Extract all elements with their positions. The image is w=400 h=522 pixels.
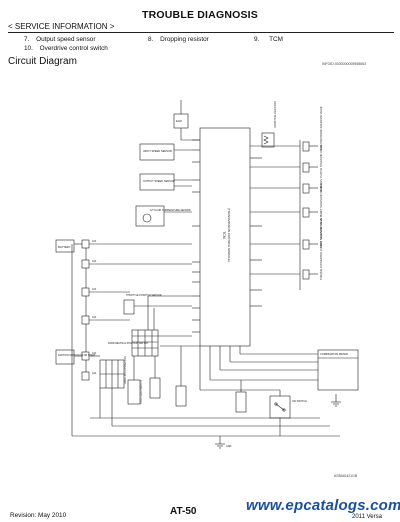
- right-wiring: [250, 140, 301, 307]
- tcm-box: [199, 127, 251, 347]
- legend-number: 7.: [24, 36, 30, 43]
- vehicle-model: 2011 Versa: [352, 514, 382, 520]
- park-neutral-label: PARK/NEUTRAL POSITION SWITCH: [108, 342, 149, 345]
- legend-number: 9.: [254, 36, 260, 43]
- od-switch: [269, 390, 291, 436]
- ground-symbols: [215, 394, 341, 449]
- shift-a-label: SHIFT SOLENOID VALVE A: [319, 183, 323, 216]
- input-speed-label: INPUT SPEED SENSOR: [143, 149, 172, 153]
- data-link-connector: [99, 359, 125, 389]
- left-upper-sensors: [139, 143, 192, 191]
- park-neutral-switch: [131, 329, 192, 357]
- dropping-resistor-label: DROPPING RESISTOR: [274, 101, 277, 128]
- stop-lamp-label: STOP LAMP SWITCH: [140, 380, 143, 404]
- legend-item-9: 9. TCM: [254, 36, 283, 43]
- legend-item-10: 10. Overdrive control switch: [24, 45, 108, 52]
- overrun-label: OVERRUN CLUTCH SOLENOID VALVE: [319, 145, 323, 192]
- page-title: TROUBLE DIAGNOSIS: [142, 9, 258, 21]
- fuse-1: 10A: [92, 240, 97, 243]
- torque-converter-label: TORQUE CONVERTER CLUTCH SOLENOID VALVE: [319, 218, 323, 280]
- fuse-5: 10A: [92, 352, 97, 355]
- battery-circuit: [55, 239, 192, 325]
- circuit-diagram-title: Circuit Diagram: [8, 56, 77, 67]
- ground-label: GND: [226, 445, 232, 448]
- page-number: AT-50: [170, 506, 197, 517]
- throttle-sensor: [123, 295, 192, 330]
- fuse-3: 10A: [92, 288, 97, 291]
- legend-number: 10.: [24, 45, 33, 52]
- dlc-label: DATA LINK CONNECTOR: [124, 356, 127, 384]
- circuit-diagram: TCM (TRANSMISSION CONTROL MODULE): [55, 100, 359, 449]
- speed-sensor-pickup: [135, 205, 192, 227]
- legend-label: Dropping resistor: [160, 36, 209, 43]
- fuse-4: 10A: [92, 316, 97, 319]
- solenoid-valves: [302, 141, 318, 280]
- combination-meter-label: COMBINATION METER: [320, 352, 348, 356]
- ecm-connector: [173, 100, 200, 141]
- fluid-temp-label: A/T FLUID TEMPERATURE SENSOR: [150, 209, 191, 212]
- ecm-label: ECM: [176, 119, 182, 123]
- figure-info-id: INFOID:0000000005958663: [322, 62, 366, 66]
- section-breadcrumb: < SERVICE INFORMATION >: [8, 22, 115, 31]
- tcm-sublabel: (TRANSMISSION CONTROL MODULE): [227, 208, 231, 262]
- line-pressure-label: LINE PRESSURE SOLENOID VALVE: [319, 106, 323, 150]
- throttle-label: THROTTLE POSITION SENSOR: [126, 294, 162, 297]
- dropping-resistor: [261, 132, 275, 148]
- figure-code-bottom: ASBIA0421GB: [334, 474, 358, 478]
- ignition-label: IGNITION SWITCH ON OR START: [58, 354, 96, 357]
- site-watermark[interactable]: www.epcatalogs.com: [246, 497, 400, 514]
- revision-date: Revision: May 2010: [10, 512, 67, 519]
- stop-lamp-switch: [127, 356, 161, 405]
- legend-label: TCM: [269, 36, 283, 43]
- fuse-2: 10A: [92, 260, 97, 263]
- ignition-switch: [55, 324, 100, 381]
- legend-label: Overdrive control switch: [39, 45, 108, 52]
- tcm-left-pins: [192, 139, 200, 333]
- legend-item-8: 8. Dropping resistor: [148, 36, 209, 43]
- tcm-label: TCM: [222, 231, 226, 239]
- legend-item-7: 7. Output speed sensor: [24, 36, 95, 43]
- fuse-6: 10A: [92, 372, 97, 375]
- combination-meter: [317, 349, 359, 391]
- output-speed-label: OUTPUT SPEED SENSOR: [143, 179, 175, 183]
- header-divider: [8, 32, 394, 33]
- legend-label: Output speed sensor: [36, 36, 96, 43]
- shift-b-label: SHIFT SOLENOID VALVE B: [319, 215, 323, 248]
- misc-connectors: [175, 346, 247, 413]
- legend-number: 8.: [148, 36, 154, 43]
- od-switch-label: OD SWITCH: [292, 399, 307, 403]
- battery-label: BATTERY: [58, 245, 71, 249]
